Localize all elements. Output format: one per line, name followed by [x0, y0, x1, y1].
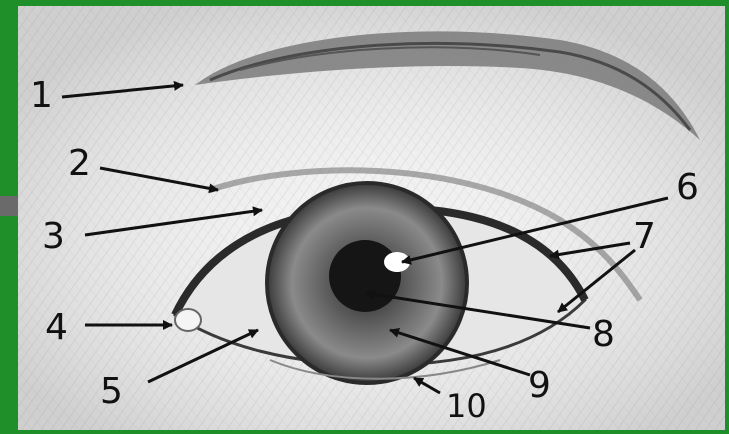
label-4-text: 4: [45, 307, 68, 348]
label-8-text: 8: [592, 314, 615, 355]
label-9-text: 9: [528, 365, 551, 406]
label-5-text: 5: [100, 371, 123, 412]
label-10-text: 10: [446, 387, 487, 425]
frame-notch: [0, 196, 20, 216]
label-1-text: 1: [30, 75, 53, 116]
label-6-text: 6: [676, 167, 699, 208]
label-7-text: 7: [633, 216, 656, 257]
label-2-text: 2: [68, 143, 91, 184]
pupil: [329, 240, 401, 312]
label-3-text: 3: [42, 216, 65, 257]
tear-duct: [175, 309, 201, 331]
